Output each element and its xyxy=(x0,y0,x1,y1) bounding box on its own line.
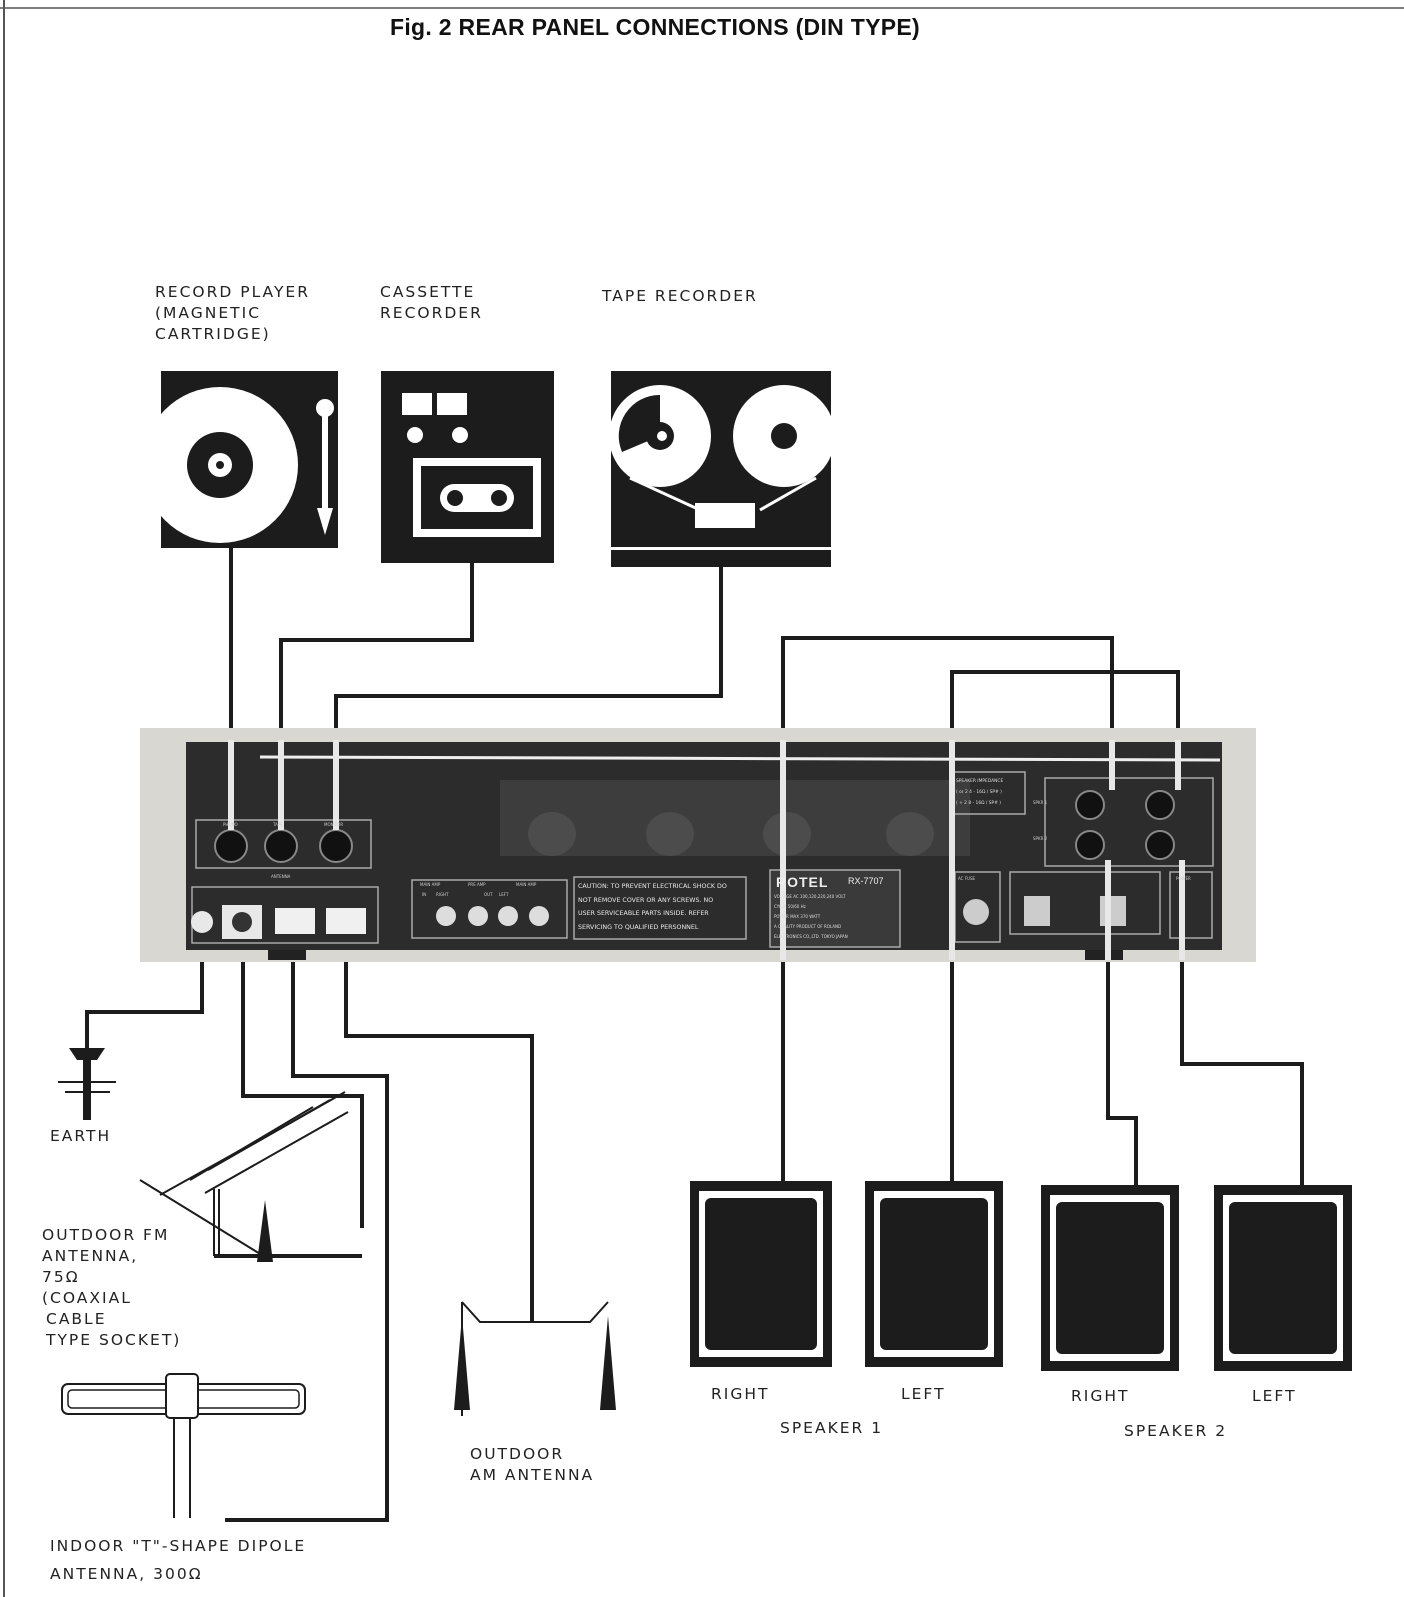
caution-box xyxy=(573,876,747,940)
label-line: RECORD PLAYER xyxy=(155,283,310,301)
label-cassette-recorder: CASSETTE RECORDER xyxy=(380,282,483,324)
speaker-2-right-icon xyxy=(1041,1185,1179,1371)
rating-text: VOLTAGE AC 100,120,220,240 VOLT CYCLE 50… xyxy=(774,892,848,942)
label-line: CASSETTE xyxy=(380,283,476,301)
label-line: CARTRIDGE) xyxy=(155,325,271,343)
rating-line: VOLTAGE AC 100,120,220,240 VOLT xyxy=(774,894,846,899)
label-line: RECORDER xyxy=(380,304,483,322)
caution-line: CAUTION: TO PREVENT ELECTRICAL SHOCK DO xyxy=(578,883,727,890)
label-line: (COAXIAL xyxy=(42,1289,132,1307)
caution-line: SERVICING TO QUALIFIED PERSONNEL xyxy=(578,923,699,931)
label-line: AM ANTENNA xyxy=(470,1466,595,1484)
label-record-player: RECORD PLAYER (MAGNETIC CARTRIDGE) xyxy=(155,282,310,345)
label-speaker-2-group: SPEAKER 2 xyxy=(1124,1422,1228,1440)
speaker-1-right-icon xyxy=(690,1181,832,1367)
antenna-terminal-group xyxy=(191,886,379,944)
ac-outlet-1 xyxy=(1024,896,1050,926)
label-outdoor-fm-antenna: OUTDOOR FM ANTENNA, 75Ω (COAXIAL CABLE T… xyxy=(42,1225,181,1351)
cable-am xyxy=(344,958,534,1322)
label-speaker-1-left: LEFT xyxy=(901,1385,946,1403)
cable-fm xyxy=(241,958,364,1228)
rating-line: ELECTRONICS CO.,LTD. TOKYO JAPAN xyxy=(774,934,848,939)
vent-grilles xyxy=(528,812,934,856)
rating-plate xyxy=(769,869,901,948)
am-terminal xyxy=(326,908,366,934)
label-speaker-1-right: RIGHT xyxy=(711,1385,770,1403)
receiver-rear-panel xyxy=(140,728,1256,962)
rating-line: CYCLE 50/60 Hz xyxy=(774,904,806,909)
rating-line: A QUALITY PRODUCT OF ROLAND xyxy=(774,924,842,929)
label-line: OUTDOOR xyxy=(470,1445,565,1463)
cable-cassette xyxy=(279,563,474,812)
impedance-line: ( or 2 4 - 16Ω / SP# ) xyxy=(956,790,1002,795)
label-indoor-dipole: INDOOR "T"-SHAPE DIPOLE ANTENNA, 300Ω xyxy=(50,1532,306,1588)
din-sockets-input xyxy=(214,829,353,863)
cable-dipole xyxy=(225,958,389,1522)
ac-outlet-2 xyxy=(1100,896,1126,926)
label-line: INDOOR "T"-SHAPE DIPOLE xyxy=(50,1537,307,1555)
pre-main-amp-group xyxy=(411,879,568,939)
label-line: CABLE xyxy=(46,1310,107,1328)
cable-entry-marks xyxy=(228,740,1185,960)
rca-jacks xyxy=(436,906,549,926)
cassette-recorder-icon xyxy=(381,371,554,563)
label-tape-recorder: TAPE RECORDER xyxy=(602,286,758,307)
cable-spk2-left xyxy=(1180,865,1304,1216)
label-line: (MAGNETIC xyxy=(155,304,262,322)
speaker-din-sockets xyxy=(1075,790,1175,860)
fm-mast-icon xyxy=(257,1200,273,1262)
caution-line: NOT REMOVE COVER OR ANY SCREWS. NO xyxy=(578,896,714,904)
speaker-terminal-group xyxy=(1044,777,1214,867)
rating-line: POWER MAX 370 WATT xyxy=(774,914,821,919)
label-speaker-2-right: RIGHT xyxy=(1071,1387,1130,1405)
caution-text: CAUTION: TO PREVENT ELECTRICAL SHOCK DO … xyxy=(578,880,746,934)
fm-yagi-antenna-icon xyxy=(139,1091,362,1258)
earth-ground-icon xyxy=(58,1048,116,1120)
fuse-holder xyxy=(963,899,989,925)
label-speaker-1-group: SPEAKER 1 xyxy=(780,1419,884,1437)
speaker-1-left-icon xyxy=(865,1181,1003,1367)
cable-spk2-right xyxy=(1106,865,1138,1216)
cable-earth xyxy=(85,958,204,1050)
tape-recorder-icon xyxy=(609,371,835,567)
label-line: TAPE RECORDER xyxy=(602,287,758,305)
label-line: TYPE SOCKET) xyxy=(46,1331,182,1349)
label-line: ANTENNA, 300Ω xyxy=(50,1565,203,1583)
impedance-text: SPEAKER IMPEDANCE ( or 2 4 - 16Ω / SP# )… xyxy=(956,776,1003,809)
label-line: OUTDOOR FM xyxy=(42,1226,170,1244)
label-line: ANTENNA, xyxy=(42,1247,139,1265)
cables xyxy=(85,548,1304,1522)
impedance-line: ( + 2 8 - 16Ω / SP# ) xyxy=(956,801,1001,806)
record-player-icon xyxy=(142,371,338,548)
speaker-2-left-icon xyxy=(1214,1185,1352,1371)
label-outdoor-am-antenna: OUTDOOR AM ANTENNA xyxy=(470,1444,594,1486)
ac-outlet-group xyxy=(1009,871,1161,935)
caution-line: USER SERVICEABLE PARTS INSIDE. REFER xyxy=(578,910,709,917)
fm-300-terminal xyxy=(275,908,315,934)
dipole-antenna-icon xyxy=(61,1373,306,1518)
am-antenna-icon xyxy=(454,1301,616,1416)
model-number: RX-7707 xyxy=(848,876,884,886)
label-earth: EARTH xyxy=(50,1127,112,1145)
label-line: 75Ω xyxy=(42,1268,80,1286)
earth-terminal xyxy=(191,911,213,933)
brand-name: ROTEL xyxy=(776,874,829,890)
power-cord-box xyxy=(1169,871,1213,939)
label-speaker-2-left: LEFT xyxy=(1252,1387,1297,1405)
impedance-line: SPEAKER IMPEDANCE xyxy=(956,779,1004,784)
figure-title: Fig. 2 REAR PANEL CONNECTIONS (DIN TYPE) xyxy=(390,14,920,40)
